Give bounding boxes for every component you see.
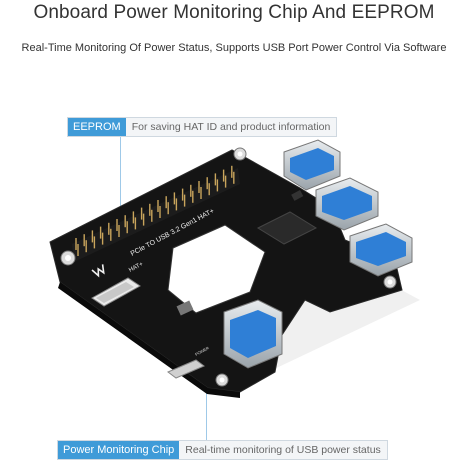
page-title: Onboard Power Monitoring Chip And EEPROM [33,2,435,23]
power-callout-tag: Power Monitoring Chip [58,441,180,459]
power-leader-line [206,350,207,440]
silkscreen-power: POWER [194,345,210,357]
eeprom-callout-tag: EEPROM [68,118,126,136]
gpio-header [72,168,240,262]
power-callout-description: Real-time monitoring of USB power status [179,441,387,459]
usb-port-2 [315,177,379,231]
page-subtitle: Real-Time Monitoring Of Power Status, Su… [21,42,447,54]
usb-port-1 [283,139,341,191]
power-callout: Power Monitoring Chip Real-time monitori… [57,440,388,460]
eeprom-callout-description: For saving HAT ID and product informatio… [125,118,337,136]
eeprom-callout: EEPROM For saving HAT ID and product inf… [67,117,338,137]
pcb-board [49,149,403,398]
usb-port-3 [349,223,413,277]
usb-port-4 [223,299,283,369]
brand-logo [91,264,105,278]
